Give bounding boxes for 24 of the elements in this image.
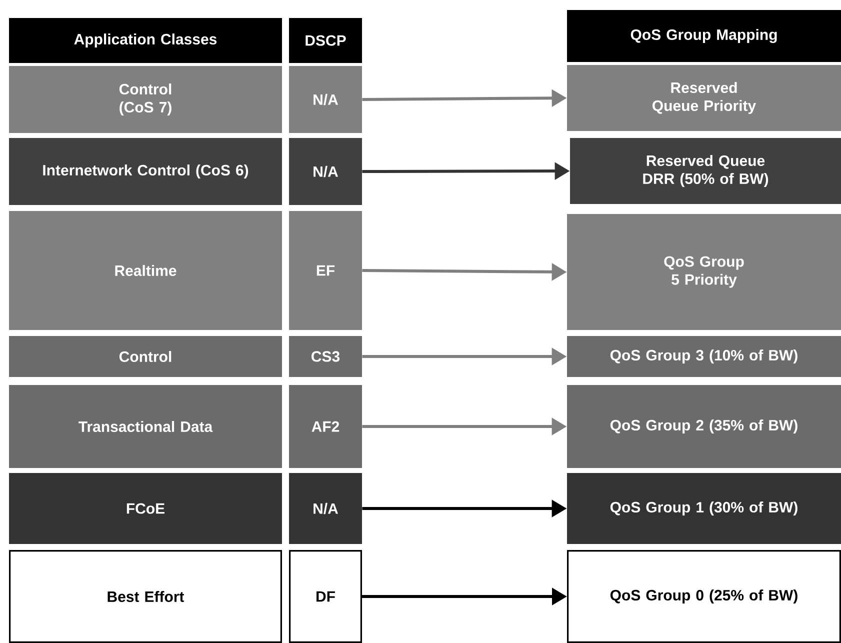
queue-box: Reserved Queue Priority bbox=[567, 65, 841, 131]
dscp-box: DF bbox=[289, 550, 362, 643]
dscp-box: CS3 bbox=[289, 336, 362, 377]
class-box: Best Effort bbox=[9, 550, 282, 643]
dscp-box: N/A bbox=[289, 473, 362, 544]
queue-box: Reserved Queue DRR (50% of BW) bbox=[570, 138, 841, 204]
class-box: Realtime bbox=[9, 211, 282, 330]
dscp-box: N/A bbox=[289, 66, 362, 133]
queue-box: QoS Group 2 (35% of BW) bbox=[567, 385, 841, 468]
header-box: Application Classes bbox=[9, 18, 282, 63]
class-box: Transactional Data bbox=[9, 385, 282, 468]
class-box: Control (CoS 7) bbox=[9, 66, 282, 133]
dscp-box: AF2 bbox=[289, 385, 362, 468]
class-box: FCoE bbox=[9, 473, 282, 544]
dscp-box: N/A bbox=[289, 138, 362, 205]
queue-box: QoS Group 5 Priority bbox=[567, 214, 841, 330]
queue-box: QoS Group 3 (10% of BW) bbox=[567, 336, 841, 377]
dscp-box: EF bbox=[289, 211, 362, 330]
class-box: Internetwork Control (CoS 6) bbox=[9, 138, 282, 205]
class-box: Control bbox=[9, 336, 282, 377]
queue-box: QoS Group 1 (30% of BW) bbox=[567, 473, 841, 544]
header-box: QoS Group Mapping bbox=[567, 10, 841, 62]
queue-box: QoS Group 0 (25% of BW) bbox=[567, 550, 841, 643]
header-box: DSCP bbox=[289, 18, 362, 63]
